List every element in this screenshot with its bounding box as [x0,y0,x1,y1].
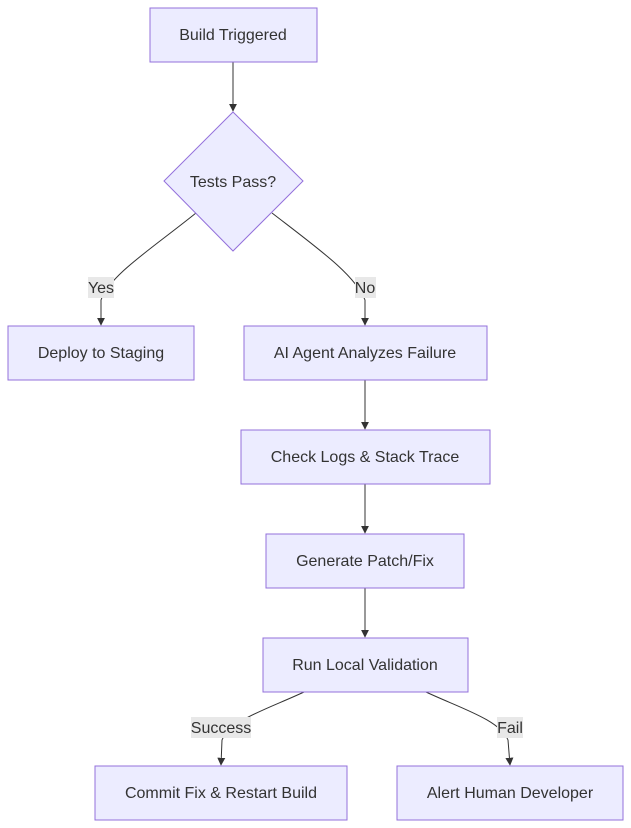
node-check-logs-label: Check Logs & Stack Trace [271,449,460,466]
node-build-triggered: Build Triggered [149,7,318,63]
edge-label-no: No [355,280,376,297]
node-check-logs: Check Logs & Stack Trace [240,429,491,485]
edge-tests-to-deploy [97,212,197,326]
node-ai-agent-label: AI Agent Analyzes Failure [274,345,456,362]
edge-validation-to-alert [425,691,514,766]
node-tests-pass-decision: Tests Pass? [163,111,304,252]
node-commit-fix-label: Commit Fix & Restart Build [125,785,317,802]
edge-label-yes-bg [88,277,114,298]
edge-label-success: Success [191,720,251,737]
edge-label-fail: Fail [497,720,523,737]
node-alert-human: Alert Human Developer [396,765,624,821]
node-commit-fix: Commit Fix & Restart Build [94,765,348,821]
node-ai-agent: AI Agent Analyzes Failure [243,325,488,381]
edge-label-yes: Yes [88,280,114,297]
node-deploy-staging-label: Deploy to Staging [38,345,164,362]
edge-validation-to-commit [217,691,305,766]
node-tests-pass-label: Tests Pass? [190,174,276,191]
edge-label-no-bg [355,277,376,298]
node-generate-patch-label: Generate Patch/Fix [296,553,434,570]
node-run-validation-label: Run Local Validation [292,657,438,674]
edge-label-fail-bg [497,717,523,738]
node-run-validation: Run Local Validation [262,637,469,693]
node-generate-patch: Generate Patch/Fix [265,533,465,589]
edge-labels: Yes No Success Fail [88,277,523,738]
edge-tests-to-ai-agent [271,212,369,326]
edge-label-success-bg [191,717,251,738]
node-alert-human-label: Alert Human Developer [427,785,594,802]
node-build-triggered-label: Build Triggered [179,27,287,44]
node-deploy-staging: Deploy to Staging [7,325,195,381]
